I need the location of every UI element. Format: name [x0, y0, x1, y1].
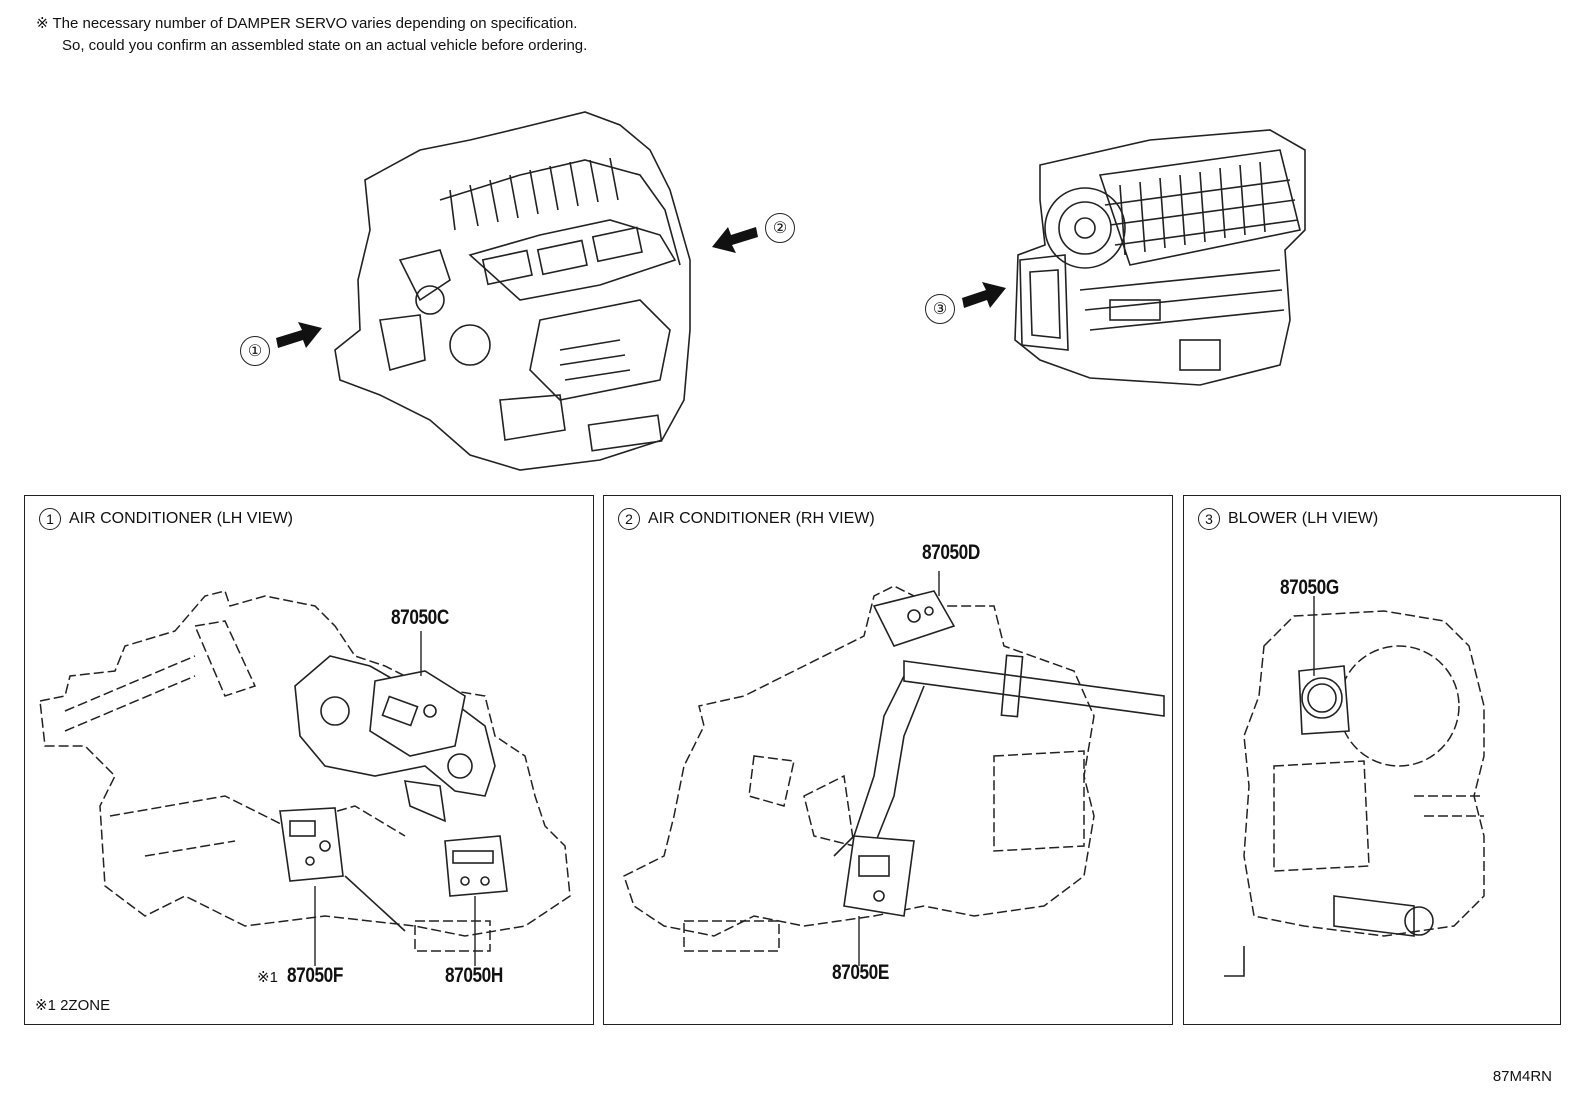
panel-title-text: AIR CONDITIONER (RH VIEW) — [648, 510, 875, 527]
callout-3: ③ — [925, 294, 955, 324]
specification-note: ※ The necessary number of DAMPER SERVO v… — [36, 15, 578, 32]
panel-number: 3 — [1198, 508, 1220, 530]
blower-view-drawing — [1224, 596, 1485, 977]
panel-blower-lh: 3 BLOWER (LH VIEW) 87050G — [1183, 495, 1561, 1025]
confirmation-note: So, could you confirm an assembled state… — [62, 37, 588, 54]
view-arrow-1 — [276, 322, 322, 348]
part-number-87050e[interactable]: 87050E — [832, 961, 889, 984]
panel-title-text: BLOWER (LH VIEW) — [1228, 510, 1379, 527]
diagram-code: 87M4RN — [1492, 1068, 1552, 1085]
view-arrow-2 — [712, 227, 758, 253]
zone-mark: ※1 — [257, 969, 278, 986]
panel-title: 1 AIR CONDITIONER (LH VIEW) — [39, 508, 293, 530]
overview-drawings — [276, 111, 1306, 471]
panel-title: 3 BLOWER (LH VIEW) — [1198, 508, 1378, 530]
callout-2: ② — [765, 213, 795, 243]
part-number-87050g[interactable]: 87050G — [1280, 576, 1339, 599]
view-arrow-3 — [962, 282, 1006, 308]
callout-1: ① — [240, 336, 270, 366]
part-number-87050c[interactable]: 87050C — [391, 606, 449, 629]
panel-air-conditioner-lh: 1 AIR CONDITIONER (LH VIEW) — [24, 495, 594, 1025]
panel-number: 1 — [39, 508, 61, 530]
panel-number: 2 — [618, 508, 640, 530]
rh-view-drawing — [623, 571, 1165, 966]
part-number-87050h[interactable]: 87050H — [445, 964, 503, 987]
panel-title: 2 AIR CONDITIONER (RH VIEW) — [618, 508, 875, 530]
footnote-2zone: ※1 2ZONE — [35, 997, 111, 1014]
panel-title-text: AIR CONDITIONER (LH VIEW) — [69, 510, 294, 527]
blower-unit-drawing — [1014, 129, 1306, 386]
air-conditioner-unit-drawing — [334, 111, 691, 471]
part-number-87050f[interactable]: 87050F — [287, 964, 343, 987]
lh-view-drawing — [39, 590, 571, 966]
panel-air-conditioner-rh: 2 AIR CONDITIONER (RH VIEW) 87050D 87050… — [603, 495, 1173, 1025]
part-number-87050d[interactable]: 87050D — [922, 541, 980, 564]
